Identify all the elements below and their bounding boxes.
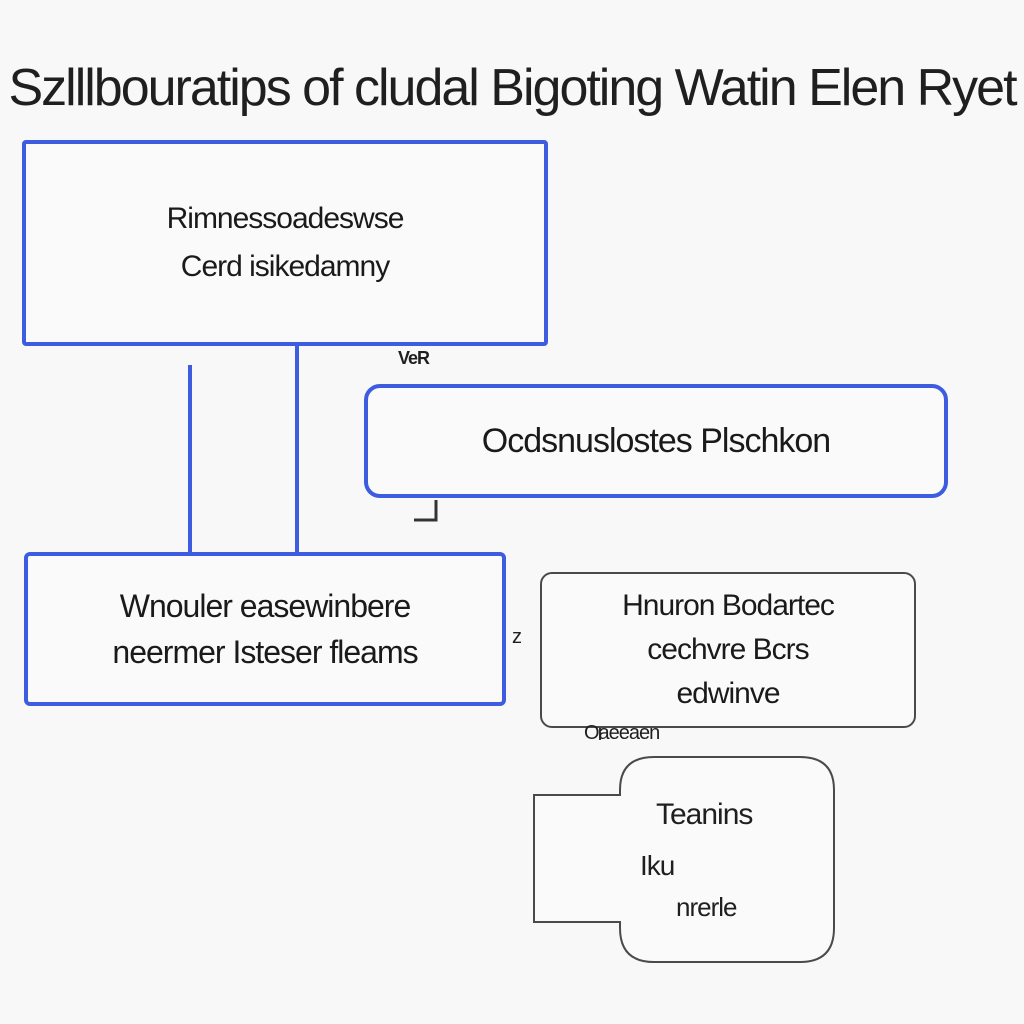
- node-top: Rimnessoadeswse Cerd isikedamny: [22, 140, 548, 346]
- callout-line-3: nrerle: [676, 892, 737, 922]
- node-right-line-1: Ocdsnuslostes Plschkon: [481, 421, 831, 460]
- diagram-title: Szlllbouratips of cludal Bigoting Watin …: [8, 59, 1017, 117]
- node-right: Ocdsnuslostes Plschkon: [364, 384, 948, 498]
- callout-line-1: Teanins: [656, 798, 753, 831]
- node-middle-right: Hnuron Bodartec cechvre Bcrs edwinve: [540, 572, 916, 728]
- callout-shape: [533, 756, 835, 963]
- label-z: z: [512, 626, 522, 648]
- label-ver: VeR: [398, 348, 430, 368]
- node-middle-right-line-1: Hnuron Bodartec: [622, 589, 835, 622]
- node-top-line-1: Rimnessoadeswse: [166, 202, 405, 235]
- node-bottom-left-line-1: Wnouler easewinbere: [119, 588, 411, 624]
- label-oaeeaen: Oaeeaen: [584, 722, 660, 744]
- node-middle-right-line-3: edwinve: [676, 677, 780, 710]
- node-bottom-left-line-2: neermer Isteser fleams: [112, 634, 418, 670]
- connector-right-tick: [414, 500, 438, 522]
- node-bottom-left: Wnouler easewinbere neermer Isteser flea…: [24, 552, 506, 706]
- node-top-line-2: Cerd isikedamny: [180, 250, 390, 283]
- callout-line-2: Iku: [640, 850, 675, 881]
- node-middle-right-line-2: cechvre Bcrs: [647, 633, 809, 666]
